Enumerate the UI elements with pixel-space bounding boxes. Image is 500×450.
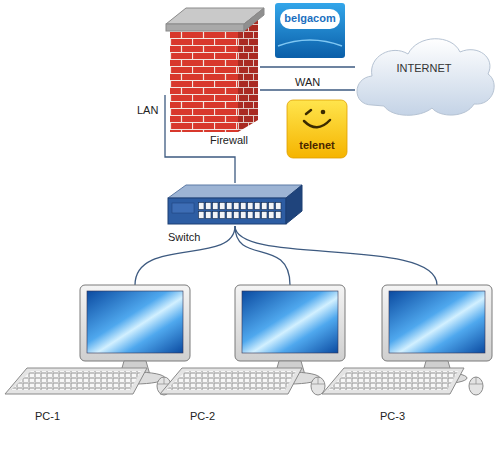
node-label: Firewall bbox=[210, 133, 248, 147]
node-label: PC-2 bbox=[190, 409, 215, 423]
isp-logo-tile bbox=[275, 3, 345, 58]
workstation-illustration bbox=[160, 285, 345, 395]
workstation-illustration bbox=[5, 285, 190, 395]
workstation-illustration bbox=[322, 285, 492, 395]
workstation: PC-3 bbox=[320, 285, 495, 425]
workstation: PC-1 bbox=[5, 285, 195, 425]
internet-cloud: INTERNET bbox=[355, 30, 493, 120]
isp-logo: belgacom bbox=[275, 3, 345, 58]
node-label: PC-3 bbox=[380, 409, 405, 423]
node-label: Switch bbox=[168, 230, 200, 244]
firewall-node: Firewall bbox=[165, 5, 260, 132]
edge-label: LAN bbox=[137, 103, 158, 117]
edge-label: WAN bbox=[295, 75, 320, 89]
internet-cloud-shape bbox=[357, 39, 494, 116]
isp-logo: telenet bbox=[287, 100, 347, 158]
firewall-wall bbox=[166, 8, 264, 132]
switch-device bbox=[168, 185, 302, 224]
node-label: PC-1 bbox=[35, 409, 60, 423]
network-cable bbox=[235, 226, 437, 285]
network-cable bbox=[135, 226, 235, 285]
network-cable bbox=[235, 226, 290, 285]
node-label: belgacom bbox=[275, 11, 345, 25]
node-label: telenet bbox=[287, 138, 347, 152]
isp-logo-tile bbox=[287, 100, 347, 158]
network-switch: Switch bbox=[165, 183, 305, 226]
node-label: INTERNET bbox=[355, 61, 493, 75]
workstation: PC-2 bbox=[160, 285, 350, 425]
network-cable bbox=[260, 66, 355, 67]
network-cable bbox=[260, 89, 355, 90]
